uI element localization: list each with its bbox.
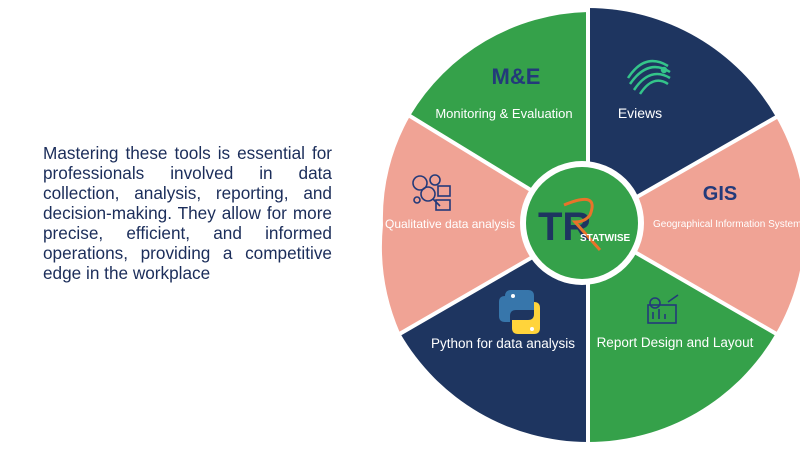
statwise-logo: TR STATWISE [538, 197, 631, 251]
m-and-e-logo: M&E [492, 64, 541, 89]
segment-label-qualitative: Qualitative data analysis [385, 217, 515, 231]
segment-label-report-design: Report Design and Layout [597, 335, 754, 350]
segment-report-design[interactable] [588, 225, 776, 442]
qualitative-analysis-icon [412, 174, 451, 211]
segment-eviews[interactable] [588, 8, 776, 225]
segment-label-monitoring-evaluation: Monitoring & Evaluation [435, 106, 572, 121]
python-logo [499, 290, 540, 334]
center-hub [526, 167, 638, 279]
segment-label-gis: Geographical Information System [653, 219, 800, 230]
segment-label-python: Python for data analysis [431, 336, 575, 351]
svg-text:TR: TR [538, 205, 591, 249]
intro-paragraph: Mastering these tools is essential for p… [43, 143, 332, 283]
segment-label-eviews: Eviews [618, 105, 662, 121]
segment-gis[interactable] [588, 117, 800, 333]
gis-logo: GIS [703, 183, 737, 205]
segment-python[interactable] [400, 225, 588, 442]
eviews-eagle-logo [626, 59, 671, 95]
report-chart-icon [647, 294, 679, 324]
svg-text:STATWISE: STATWISE [580, 233, 631, 244]
segment-monitoring-evaluation[interactable] [410, 12, 588, 225]
segment-qualitative[interactable] [381, 116, 588, 333]
